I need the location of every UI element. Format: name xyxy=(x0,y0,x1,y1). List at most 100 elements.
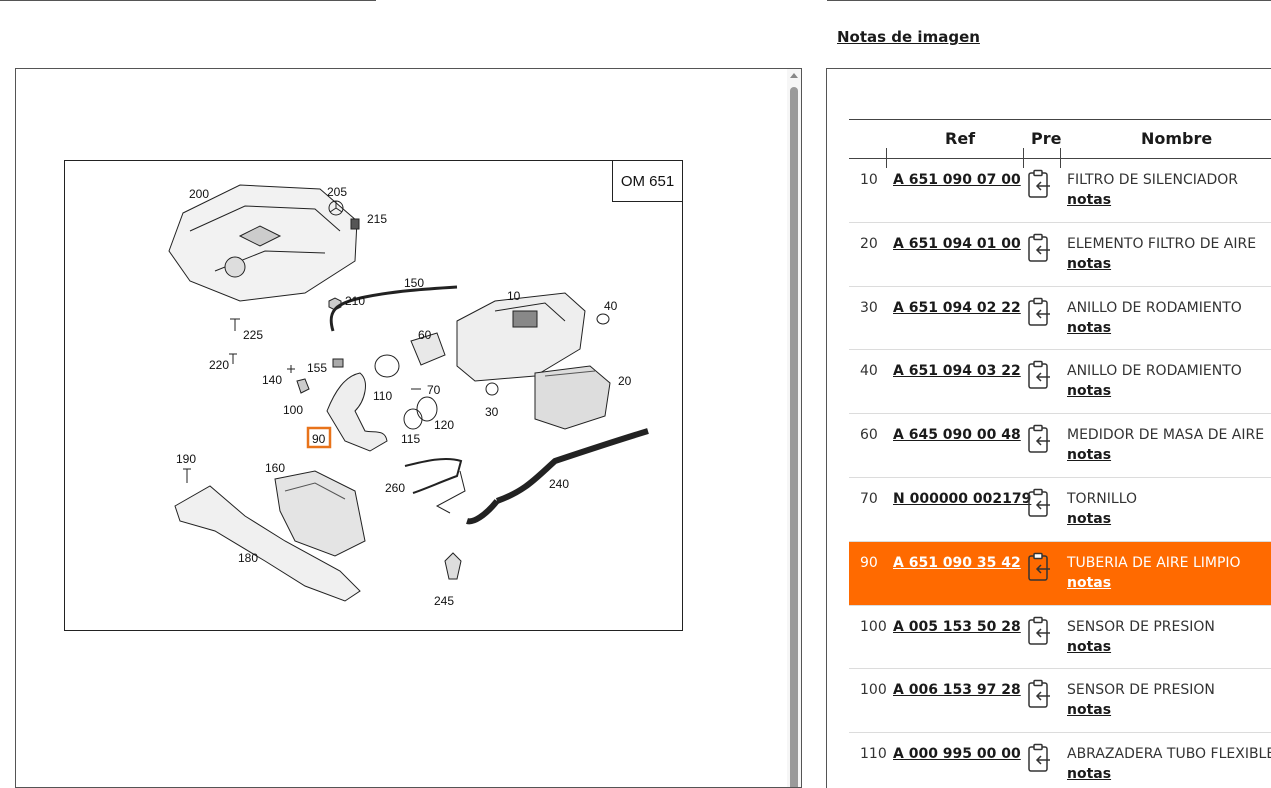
callout-150[interactable]: 150 xyxy=(404,276,424,290)
callout-140[interactable]: 140 xyxy=(262,373,282,387)
table-row[interactable]: 100 A 005 153 50 28 SENSOR DE PRESION notas xyxy=(849,606,1271,670)
column-header-pre: Pre xyxy=(1031,129,1062,148)
diagram-drawing: 200 205 215 210 225 220 150 10 40 60 155… xyxy=(168,184,649,608)
row-position: 100 xyxy=(860,618,887,635)
row-position: 70 xyxy=(860,490,878,507)
callout-115[interactable]: 115 xyxy=(401,432,420,446)
row-position: 60 xyxy=(860,427,878,444)
notes-link[interactable]: notas xyxy=(1067,510,1112,527)
table-row[interactable]: 90 A 651 090 35 42 TUBERIA DE AIRE LIMPIO n… xyxy=(849,541,1271,606)
column-header-ref: Ref xyxy=(945,129,976,148)
part-name: ABRAZADERA TUBO FLEXIBLE xyxy=(1067,746,1271,763)
row-position: 110 xyxy=(860,746,887,763)
clipboard-arrow-icon[interactable] xyxy=(1027,233,1053,263)
table-row[interactable]: 20 A 651 094 01 00 ELEMENTO FILTRO DE AIRE… xyxy=(849,223,1271,287)
part-ref-link[interactable]: A 651 094 02 22 xyxy=(893,299,1021,316)
scroll-thumb[interactable] xyxy=(790,87,798,787)
column-divider xyxy=(1023,148,1024,168)
callout-30[interactable]: 30 xyxy=(485,405,499,419)
callout-90[interactable]: 90 xyxy=(312,432,326,446)
diagram-scrollbar[interactable] xyxy=(787,69,801,787)
callout-100[interactable]: 100 xyxy=(283,403,303,417)
part-ref-link[interactable]: A 005 153 50 28 xyxy=(893,618,1021,635)
callout-180[interactable]: 180 xyxy=(238,551,258,565)
table-header: Ref Pre Nombre xyxy=(849,119,1271,168)
part-name: TORNILLO xyxy=(1067,490,1138,507)
callout-190[interactable]: 190 xyxy=(176,452,196,466)
part-name: SENSOR DE PRESION xyxy=(1067,682,1215,699)
clipboard-arrow-icon[interactable] xyxy=(1027,360,1053,390)
part-ref-link[interactable]: A 645 090 00 48 xyxy=(893,427,1021,444)
notes-link[interactable]: notas xyxy=(1067,255,1112,272)
notes-link[interactable]: notas xyxy=(1067,383,1112,400)
table-row[interactable]: 60 A 645 090 00 48 MEDIDOR DE MASA DE AIRE… xyxy=(849,414,1271,478)
row-position: 30 xyxy=(860,299,878,316)
table-row[interactable]: 70 N 000000 002179 TORNILLO notas xyxy=(849,478,1271,542)
part-ref-link[interactable]: A 651 090 07 00 xyxy=(893,172,1021,188)
notes-link[interactable]: notas xyxy=(1067,766,1112,783)
row-position: 40 xyxy=(860,363,878,380)
callout-240[interactable]: 240 xyxy=(549,477,569,491)
scroll-up-arrow-icon[interactable] xyxy=(790,73,798,78)
callout-20[interactable]: 20 xyxy=(618,374,632,388)
row-position: 10 xyxy=(860,172,878,188)
callout-155[interactable]: 155 xyxy=(307,361,327,375)
callout-160[interactable]: 160 xyxy=(265,461,285,475)
callout-210[interactable]: 210 xyxy=(345,294,365,308)
callout-120[interactable]: 120 xyxy=(434,418,454,432)
part-ref-link[interactable]: N 000000 002179 xyxy=(893,490,1032,507)
top-divider-right xyxy=(827,0,1271,1)
notes-link[interactable]: notas xyxy=(1067,702,1112,719)
callout-110[interactable]: 110 xyxy=(373,389,392,403)
callout-245[interactable]: 245 xyxy=(434,594,454,608)
selected-callout-highlight xyxy=(306,426,332,449)
callout-225[interactable]: 225 xyxy=(243,328,263,342)
clipboard-arrow-icon[interactable] xyxy=(1027,743,1053,773)
table-row[interactable]: 110 A 000 995 00 00 ABRAZADERA TUBO FLEXIB… xyxy=(849,733,1271,788)
row-position: 90 xyxy=(860,554,878,571)
clipboard-arrow-icon[interactable] xyxy=(1027,169,1053,199)
clipboard-arrow-icon[interactable] xyxy=(1027,488,1053,518)
clipboard-arrow-icon[interactable] xyxy=(1027,552,1053,582)
notes-link[interactable]: notas xyxy=(1067,447,1112,464)
notes-link[interactable]: notas xyxy=(1067,319,1112,336)
row-position: 20 xyxy=(860,235,878,252)
column-header-nombre: Nombre xyxy=(1141,129,1213,148)
diagram-panel: OM 651 xyxy=(15,68,802,788)
part-name: TUBERIA DE AIRE LIMPIO xyxy=(1067,554,1241,571)
part-ref-link[interactable]: A 000 995 00 00 xyxy=(893,746,1021,763)
callout-260[interactable]: 260 xyxy=(385,481,405,495)
clipboard-arrow-icon[interactable] xyxy=(1027,297,1053,327)
callout-215[interactable]: 215 xyxy=(367,212,387,226)
part-name: ELEMENTO FILTRO DE AIRE xyxy=(1067,235,1257,252)
callout-10[interactable]: 10 xyxy=(507,289,521,303)
notes-link[interactable]: notas xyxy=(1067,638,1112,655)
image-notes-link[interactable]: Notas de imagen xyxy=(837,28,980,46)
part-ref-link[interactable]: A 651 090 35 42 xyxy=(893,554,1021,571)
notes-link[interactable]: notas xyxy=(1067,574,1112,591)
column-divider xyxy=(886,148,887,168)
callout-70[interactable]: 70 xyxy=(427,383,441,397)
callout-220[interactable]: 220 xyxy=(209,358,229,372)
part-name: MEDIDOR DE MASA DE AIRE xyxy=(1067,427,1265,444)
part-ref-link[interactable]: A 651 094 03 22 xyxy=(893,363,1021,380)
callout-60[interactable]: 60 xyxy=(418,328,432,342)
engine-label: OM 651 xyxy=(612,161,682,202)
clipboard-arrow-icon[interactable] xyxy=(1027,679,1053,709)
callout-200[interactable]: 200 xyxy=(189,187,209,201)
part-ref-link[interactable]: A 006 153 97 28 xyxy=(893,682,1021,699)
clipboard-arrow-icon[interactable] xyxy=(1027,616,1053,646)
notes-link[interactable]: notas xyxy=(1067,192,1112,208)
part-ref-link[interactable]: A 651 094 01 00 xyxy=(893,235,1021,252)
callout-205[interactable]: 205 xyxy=(327,185,347,199)
part-name: SENSOR DE PRESION xyxy=(1067,618,1215,635)
row-position: 100 xyxy=(860,682,887,699)
clipboard-arrow-icon[interactable] xyxy=(1027,424,1053,454)
table-row[interactable]: 100 A 006 153 97 28 SENSOR DE PRESION notas xyxy=(849,669,1271,734)
callout-40[interactable]: 40 xyxy=(604,299,618,313)
